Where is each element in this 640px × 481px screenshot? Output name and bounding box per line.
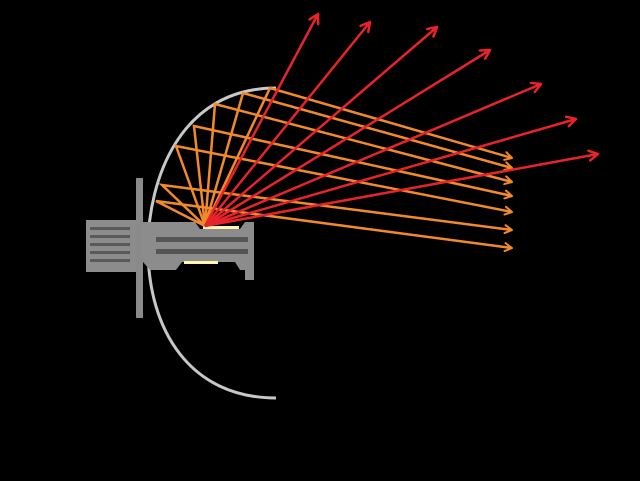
mount-plate bbox=[136, 178, 143, 318]
reflected-ray bbox=[203, 86, 513, 227]
reflected-rays bbox=[155, 86, 513, 253]
direct-ray bbox=[203, 14, 318, 227]
reflected-ray bbox=[203, 102, 513, 227]
reflected-ray bbox=[192, 124, 513, 227]
direct-ray bbox=[204, 84, 541, 228]
direct-ray bbox=[204, 22, 370, 227]
reflected-ray bbox=[203, 91, 513, 227]
direct-ray bbox=[204, 50, 490, 228]
heatsink bbox=[86, 220, 136, 272]
direct-ray bbox=[204, 154, 598, 228]
led-emitter-top bbox=[203, 226, 239, 229]
reflected-ray bbox=[158, 183, 513, 235]
led-emitter-bottom bbox=[184, 261, 218, 264]
direct-ray bbox=[204, 27, 437, 227]
reflected-ray bbox=[155, 199, 513, 253]
direct-ray bbox=[204, 119, 576, 228]
direct-rays bbox=[203, 14, 598, 228]
led-lamp bbox=[143, 222, 254, 280]
